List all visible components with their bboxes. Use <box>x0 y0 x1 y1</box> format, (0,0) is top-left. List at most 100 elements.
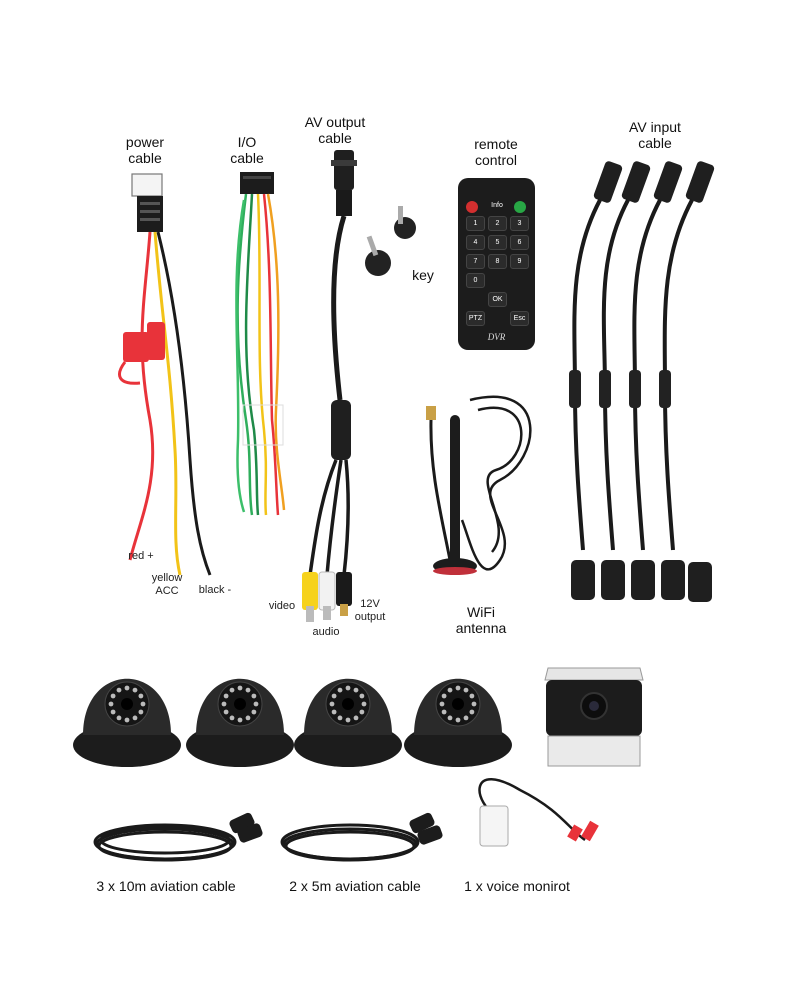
ir-led <box>116 687 122 693</box>
av-input-cable-label: AV input cable <box>629 119 681 151</box>
av-input-plug <box>601 560 625 600</box>
ir-led <box>329 701 335 707</box>
ir-led <box>132 687 138 693</box>
ir-led <box>108 701 114 707</box>
rear-camera-image <box>544 667 644 767</box>
dome-camera-lens <box>452 698 464 710</box>
ir-led <box>110 693 116 699</box>
video-label: video <box>268 600 296 612</box>
remote-key: 0 <box>466 273 485 288</box>
av-input-plug <box>661 560 685 600</box>
av-input-connector <box>621 161 651 203</box>
remote-key: 2 <box>488 216 507 231</box>
key-label: key <box>412 267 434 283</box>
ir-led <box>124 717 130 723</box>
ir-led <box>455 685 461 691</box>
power-cable-label: power cable <box>125 134 165 166</box>
av-input-splitter <box>659 370 671 408</box>
wifi-antenna-label: WiFi antenna <box>455 604 507 636</box>
red-wire-label: red + <box>128 550 154 562</box>
io-cable-label: I/O cable <box>230 134 264 166</box>
ir-led <box>337 715 343 721</box>
ir-led <box>245 715 251 721</box>
av-input-splitter <box>599 370 611 408</box>
ir-led <box>463 687 469 693</box>
dome-camera-lens <box>234 698 246 710</box>
remote-key: 4 <box>466 235 485 250</box>
ir-led <box>251 693 257 699</box>
remote-key: Esc <box>510 311 529 326</box>
remote-key: 6 <box>510 235 529 250</box>
ir-led <box>251 709 257 715</box>
ir-led <box>245 687 251 693</box>
ir-led <box>469 709 475 715</box>
aviation-cable-10m-image <box>93 812 263 862</box>
ir-led <box>361 701 367 707</box>
ir-led <box>471 701 477 707</box>
av-input-splitter <box>629 370 641 408</box>
ir-led <box>345 685 351 691</box>
remote-key: PTZ <box>466 311 485 326</box>
remote-key: 9 <box>510 254 529 269</box>
ir-led <box>110 709 116 715</box>
aviation-cable-5m-image <box>280 812 443 862</box>
ir-led <box>345 717 351 723</box>
ir-led <box>223 693 229 699</box>
av-output-cable-label: AV output cable <box>304 114 366 146</box>
ir-led <box>237 717 243 723</box>
ir-led <box>138 693 144 699</box>
ir-led <box>331 693 337 699</box>
remote-brand: DVR <box>487 332 506 342</box>
av-input-connector <box>653 161 683 203</box>
twelve-v-output-label: 12V output <box>354 598 386 623</box>
av-input-connector <box>685 161 715 203</box>
remote-control-label: remote control <box>474 136 518 168</box>
ir-led <box>138 709 144 715</box>
ir-led <box>359 693 365 699</box>
ir-led <box>439 701 445 707</box>
cable-10m-caption: 3 x 10m aviation cable <box>96 878 236 894</box>
power-cable-image <box>118 173 212 576</box>
remote-key: 7 <box>466 254 485 269</box>
av-input-splitter <box>569 370 581 408</box>
ir-led <box>353 687 359 693</box>
dome-camera-lens <box>342 698 354 710</box>
io-cable-image <box>235 172 286 516</box>
ir-led <box>447 715 453 721</box>
voice-monitor-caption: 1 x voice monirot <box>464 878 570 894</box>
ir-led <box>331 709 337 715</box>
ir-led <box>132 715 138 721</box>
remote-key: 8 <box>488 254 507 269</box>
ir-led <box>237 685 243 691</box>
ir-led <box>463 715 469 721</box>
dome-cameras-image <box>73 678 512 767</box>
black-wire-label: black - <box>198 584 232 596</box>
av-output-cable-image <box>302 150 357 622</box>
dome-camera-lens <box>121 698 133 710</box>
yellow-wire-label: yellow ACC <box>151 572 183 597</box>
ir-led <box>441 709 447 715</box>
ir-led <box>116 715 122 721</box>
ir-led <box>223 709 229 715</box>
ir-led <box>229 687 235 693</box>
ir-led <box>124 685 130 691</box>
remote-key: 3 <box>510 216 529 231</box>
voice-monitor-image <box>478 777 599 847</box>
remote-key: 1 <box>466 216 485 231</box>
ir-led <box>455 717 461 723</box>
cable-5m-caption: 2 x 5m aviation cable <box>289 878 421 894</box>
ir-led <box>447 687 453 693</box>
ir-led <box>140 701 146 707</box>
wifi-antenna-image <box>426 395 532 575</box>
ir-led <box>229 715 235 721</box>
ir-led <box>253 701 259 707</box>
ir-led <box>441 693 447 699</box>
audio-label: audio <box>312 626 340 638</box>
av-input-connector <box>593 161 623 203</box>
ir-led <box>469 693 475 699</box>
av-input-plug <box>688 562 712 602</box>
remote-key: OK <box>488 292 507 307</box>
